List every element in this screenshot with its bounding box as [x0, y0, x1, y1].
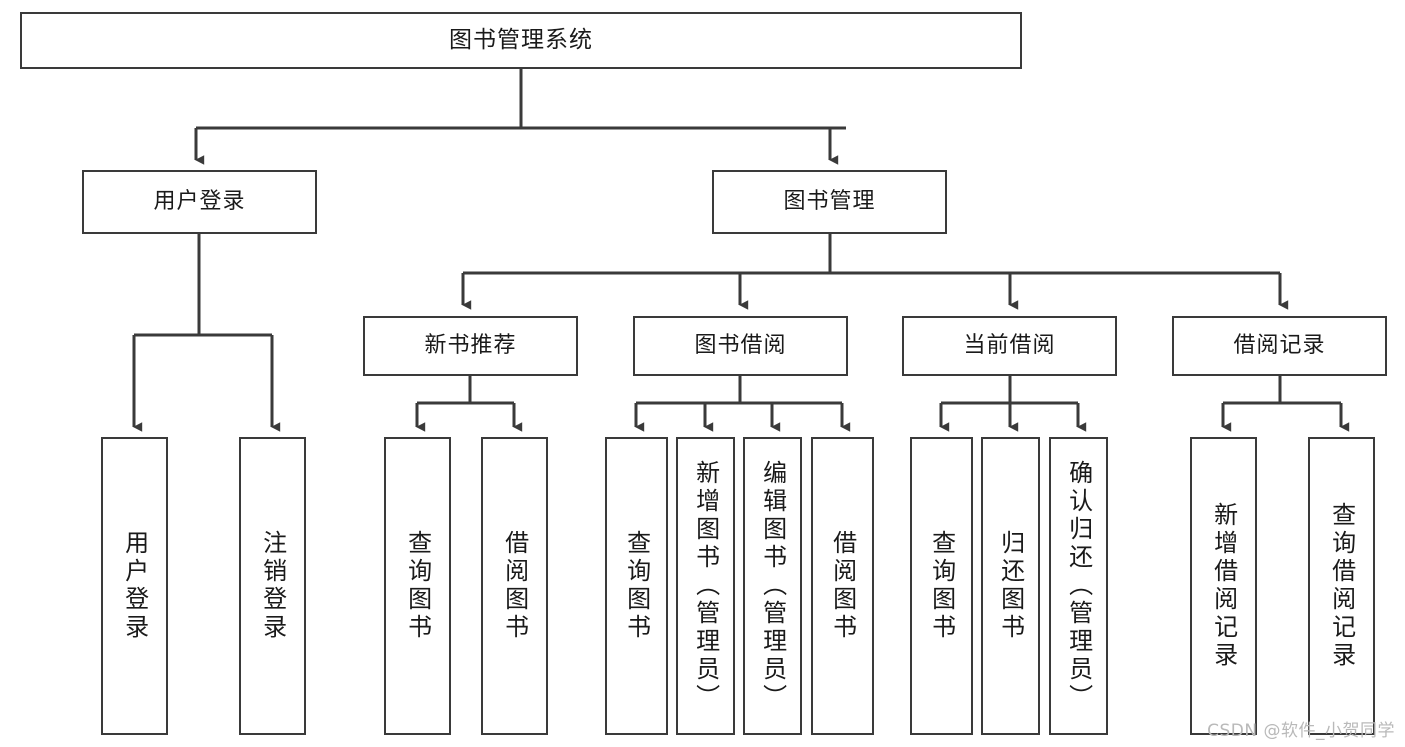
node-label: 借阅图书 [828, 530, 857, 642]
node-new-book-recommend[interactable]: 新书推荐 [363, 316, 578, 376]
node-label: 用户登录 [120, 530, 149, 642]
leaf-record-query-record[interactable]: 查询借阅记录 [1308, 437, 1375, 735]
node-borrow-record[interactable]: 借阅记录 [1172, 316, 1387, 376]
node-book-borrow[interactable]: 图书借阅 [633, 316, 848, 376]
node-root-system[interactable]: 图书管理系统 [20, 12, 1022, 69]
node-label: 归还图书 [996, 530, 1025, 642]
node-label: 图书管理 [783, 188, 876, 214]
node-label: 借阅图书 [500, 530, 529, 642]
node-label: 查询图书 [403, 530, 432, 642]
node-label: 确认归还（管理员） [1064, 460, 1093, 712]
node-label: 新增借阅记录 [1209, 502, 1238, 670]
leaf-borrow-edit-book[interactable]: 编辑图书（管理员） [743, 437, 802, 735]
node-label: 查询借阅记录 [1327, 502, 1356, 670]
node-label: 编辑图书（管理员） [758, 460, 787, 712]
watermark-csdn: CSDN @软件_小贺同学 [1207, 721, 1395, 741]
leaf-user-login-logout[interactable]: 注销登录 [239, 437, 306, 735]
leaf-current-return-book[interactable]: 归还图书 [981, 437, 1040, 735]
leaf-current-confirm-return[interactable]: 确认归还（管理员） [1049, 437, 1108, 735]
node-label: 图书管理系统 [449, 26, 593, 53]
leaf-user-login-login[interactable]: 用户登录 [101, 437, 168, 735]
leaf-borrow-add-book[interactable]: 新增图书（管理员） [676, 437, 735, 735]
node-label: 新增图书（管理员） [691, 460, 720, 712]
node-label: 借阅记录 [1233, 332, 1326, 358]
leaf-borrow-borrow-book[interactable]: 借阅图书 [811, 437, 874, 735]
node-book-management[interactable]: 图书管理 [712, 170, 947, 234]
leaf-recommend-query-book[interactable]: 查询图书 [384, 437, 451, 735]
leaf-current-query-book[interactable]: 查询图书 [910, 437, 973, 735]
node-label: 查询图书 [927, 530, 956, 642]
node-label: 用户登录 [153, 188, 246, 214]
node-label: 查询图书 [622, 530, 651, 642]
leaf-recommend-borrow-book[interactable]: 借阅图书 [481, 437, 548, 735]
node-user-login[interactable]: 用户登录 [82, 170, 317, 234]
leaf-borrow-query-book[interactable]: 查询图书 [605, 437, 668, 735]
node-label: 图书借阅 [694, 332, 787, 358]
node-label: 注销登录 [258, 530, 287, 642]
node-current-borrow[interactable]: 当前借阅 [902, 316, 1117, 376]
node-label: 新书推荐 [424, 332, 517, 358]
node-label: 当前借阅 [963, 332, 1056, 358]
leaf-record-add-record[interactable]: 新增借阅记录 [1190, 437, 1257, 735]
